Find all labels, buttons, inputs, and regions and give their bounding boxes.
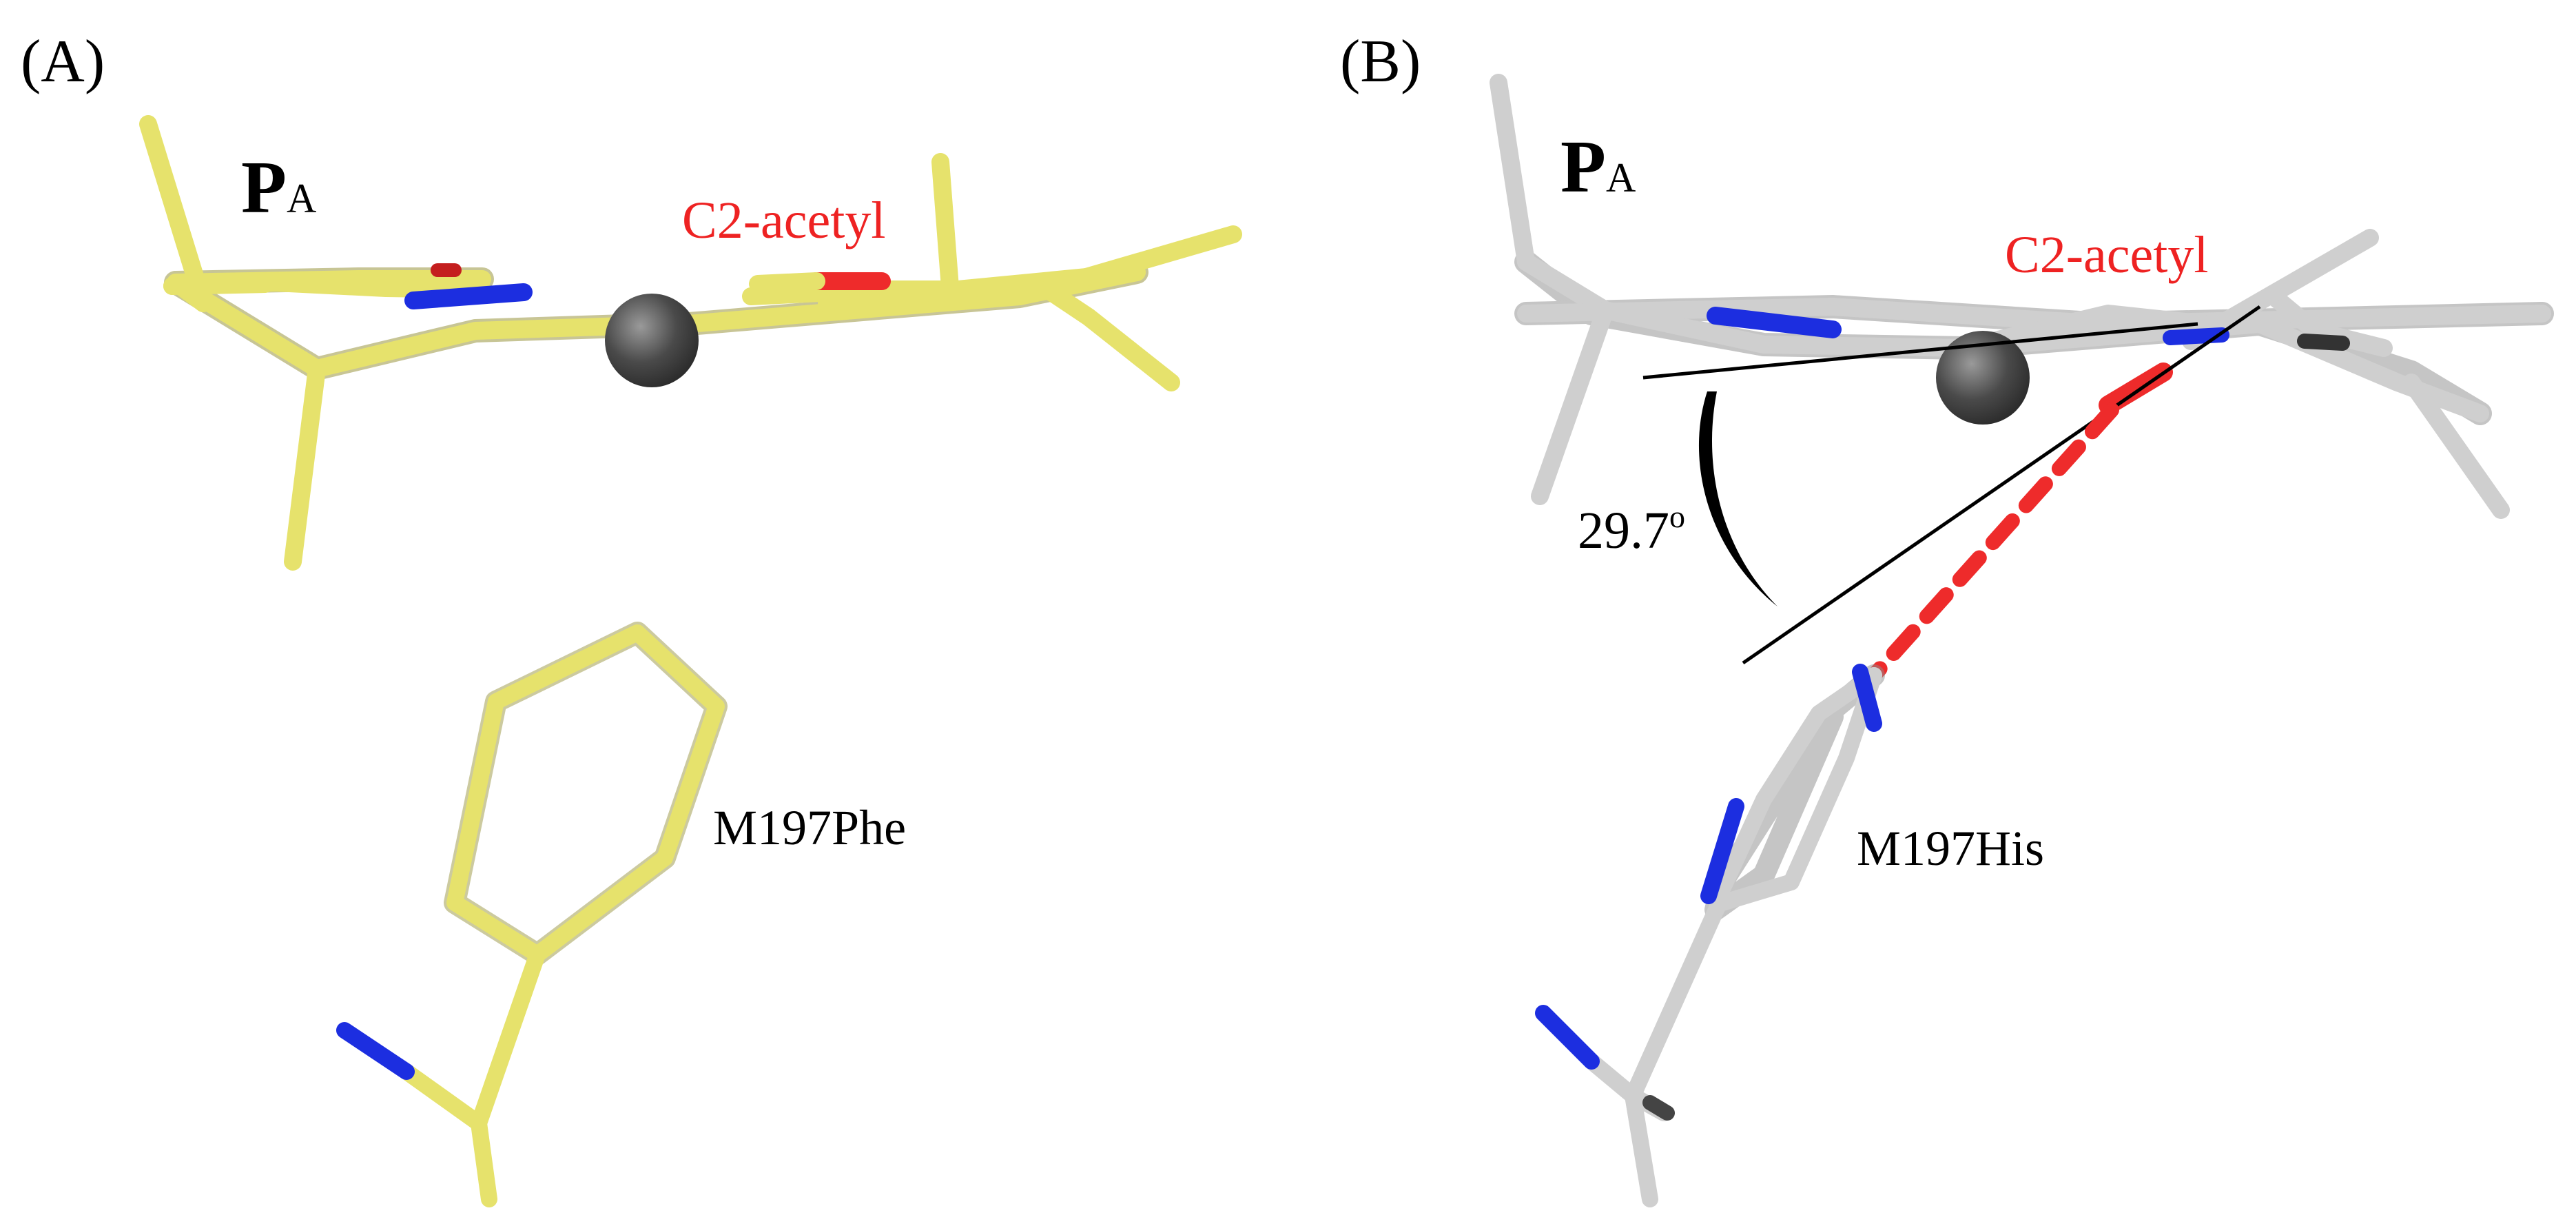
panel-b-residue: [1535, 664, 1885, 1207]
panel-b-angle-lines: [1642, 305, 2261, 665]
panel-b-acetyl-axis-line: [1742, 305, 2261, 665]
panel-a: (A): [21, 28, 1242, 1207]
panel-b-acetyl-label: C2-acetyl: [2005, 226, 2208, 284]
panel-a-acetyl-label: C2-acetyl: [682, 192, 885, 249]
panel-b-pigment-plane-line: [1642, 322, 2198, 380]
panel-a-residue-label: M197Phe: [713, 800, 906, 855]
panel-a-tag: (A): [21, 28, 105, 95]
panel-b-residue-label: M197His: [1857, 821, 2044, 876]
panel-a-nitrogen: [404, 283, 533, 309]
panel-b-mg-atom: [1936, 331, 2030, 425]
panel-b-angle-value: 29.7o: [1578, 499, 1685, 560]
panel-b-pigment-label: PA: [1560, 126, 1636, 208]
panel-a-residue-nitrogen: [336, 1022, 415, 1080]
panel-b: (B): [1340, 28, 2554, 1207]
panel-a-residue: [336, 622, 728, 1207]
panel-b-pigment: [1490, 74, 2554, 519]
panel-a-pigment: [139, 115, 1242, 571]
panel-a-mg-atom: [605, 294, 699, 387]
panel-b-angle-arc: [1698, 391, 1778, 606]
panel-a-pigment-label: PA: [241, 147, 316, 229]
panel-b-tag: (B): [1340, 28, 1421, 95]
panel-b-hbond: [1866, 402, 2119, 683]
